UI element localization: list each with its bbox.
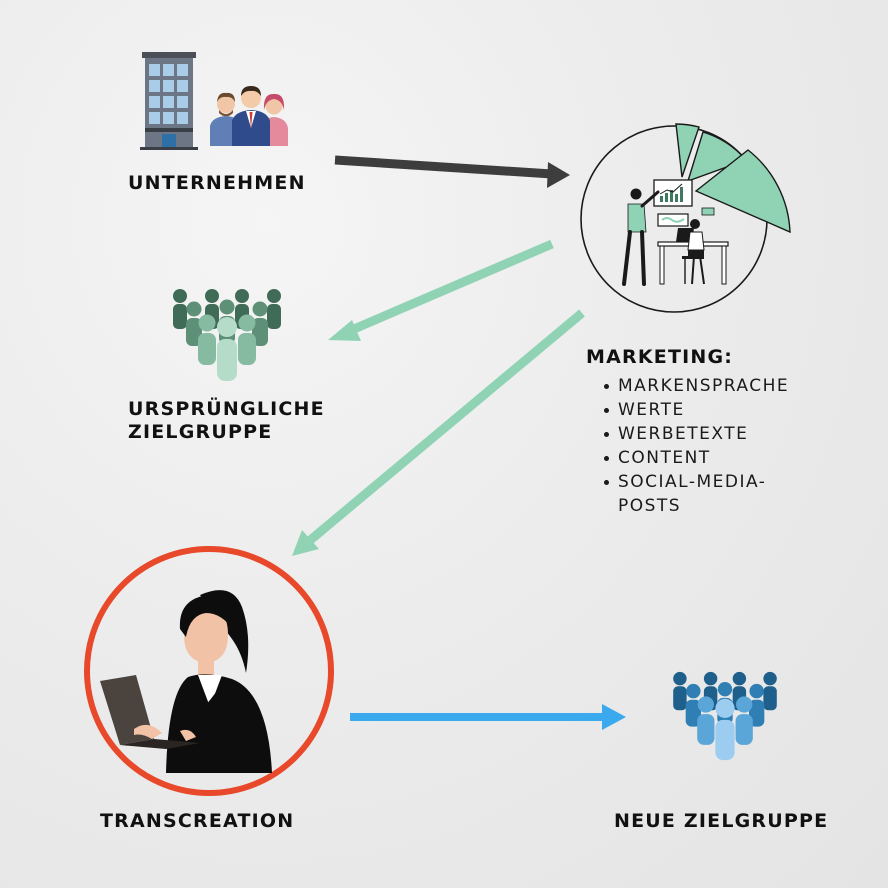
original-audience-label: URSPRÜNGLICHE ZIELGRUPPE	[128, 398, 325, 444]
radial-chart-segments	[675, 123, 791, 234]
arrow-transcreation-to-new-audience	[350, 704, 626, 730]
marketing-team-chart-icon	[580, 123, 791, 313]
original-audience-label-line1: URSPRÜNGLICHE	[128, 398, 325, 420]
new-audience-label: NEUE ZIELGRUPPE	[614, 810, 829, 832]
original-audience-label-line2: ZIELGRUPPE	[128, 421, 273, 443]
arrow-marketing-to-transcreation	[292, 309, 585, 556]
transcreation-label: TRANSCREATION	[100, 810, 295, 832]
company-label: UNTERNEHMEN	[128, 172, 306, 194]
arrow-company-to-marketing	[334, 155, 570, 188]
list-item: MARKENSPRACHE	[604, 374, 818, 398]
list-item-continuation: POSTS	[618, 496, 682, 516]
marketing-items-list: MARKENSPRACHE WERTE WERBETEXTE CONTENT S…	[604, 374, 818, 518]
arrow-marketing-to-original-audience	[328, 239, 554, 341]
people-crowd-icon	[673, 671, 777, 761]
list-item: WERBETEXTE	[604, 422, 818, 446]
list-item: CONTENT	[604, 446, 818, 470]
people-crowd-icon	[173, 289, 281, 381]
list-item: SOCIAL-MEDIA-	[604, 470, 818, 494]
marketing-heading: MARKETING:	[586, 346, 734, 368]
woman-laptop-icon	[84, 546, 334, 796]
building-icon	[140, 52, 198, 150]
business-team-icon	[210, 86, 288, 146]
list-item: WERTE	[604, 398, 818, 422]
